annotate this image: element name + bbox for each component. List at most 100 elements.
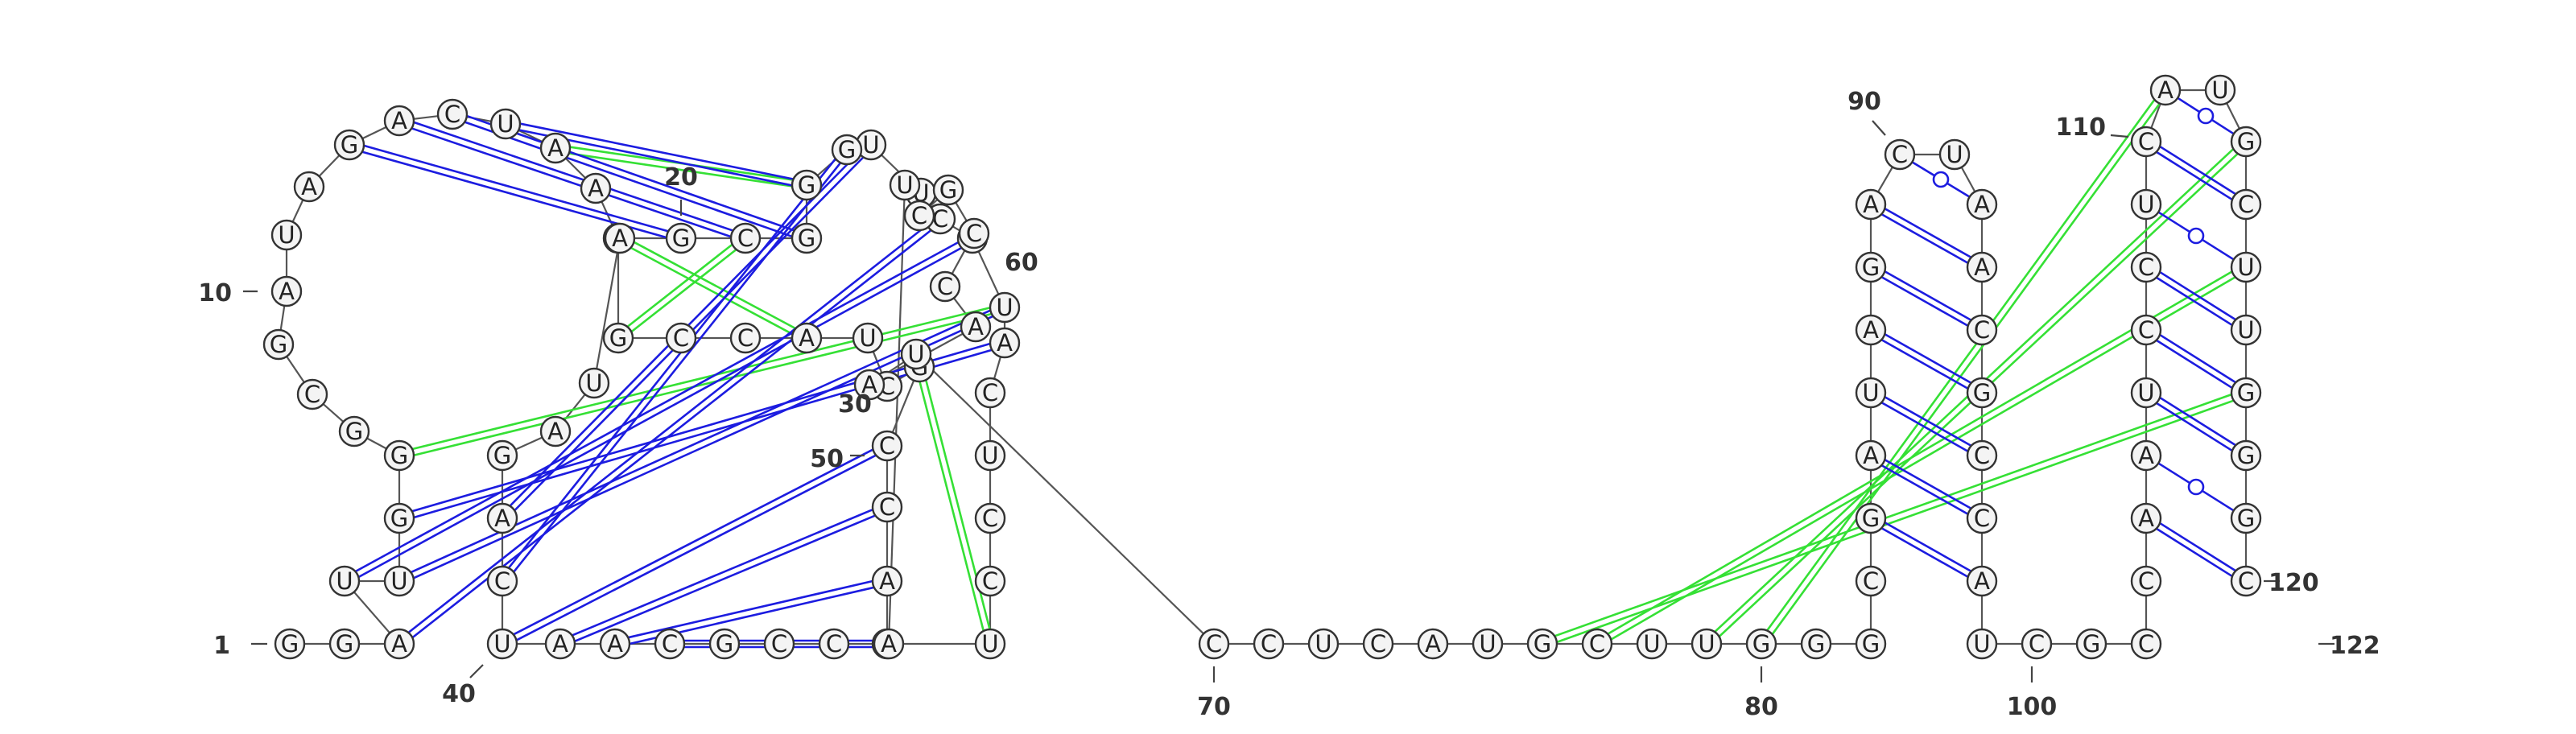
- nucleotide-circle: [1690, 628, 1723, 660]
- backbone-segment: [322, 403, 345, 423]
- nucleotide-letter: U: [2237, 316, 2254, 344]
- nucleotide-circle: [2230, 188, 2262, 221]
- nucleotide-letter: C: [937, 273, 953, 300]
- position-label: 30: [838, 390, 872, 419]
- nucleotide-circle: [578, 367, 610, 399]
- nucleotide-letter: G: [838, 136, 856, 163]
- nucleotide-circle: [960, 311, 992, 343]
- nucleotide-108: C: [2130, 251, 2162, 283]
- pseudoknot-bond: [1771, 103, 2161, 635]
- nucleotide-49: U: [578, 367, 610, 399]
- nucleotide-18: A: [539, 132, 572, 164]
- nucleotide-circle: [296, 378, 328, 410]
- nucleotide-letter: A: [2138, 505, 2154, 532]
- nucleotide-circle: [383, 105, 415, 137]
- nucleotide-28: C: [871, 430, 903, 462]
- nucleotide-57: C: [654, 628, 686, 660]
- nucleotide-letter: C: [2238, 567, 2254, 595]
- nucleotide-letter: A: [2138, 442, 2154, 469]
- backbone-segment: [413, 115, 439, 120]
- nucleotide-119: G: [2230, 502, 2262, 534]
- nucleotide-118: G: [2230, 439, 2262, 472]
- nucleotide-circle: [989, 327, 1021, 359]
- nucleotide-circle: [1800, 628, 1832, 660]
- nucleotide-circle: [2075, 628, 2107, 660]
- backbone-segment: [1960, 167, 1976, 192]
- base-pair-bond: [2156, 151, 2233, 200]
- nucleotide-circle: [889, 169, 921, 201]
- nucleotide-60: C: [818, 628, 850, 660]
- nucleotide-letter: C: [1974, 316, 1990, 344]
- nucleotide-33: C: [974, 565, 1006, 597]
- base-pair-bond: [2156, 402, 2233, 452]
- nucleotide-letter: G: [798, 171, 815, 199]
- nucleotide-82: G: [1855, 628, 1887, 660]
- nucleotide-111: A: [2149, 74, 2182, 106]
- nucleotide-87: A: [1855, 314, 1887, 346]
- nucleotide-letter: A: [879, 567, 895, 595]
- nucleotide-circle: [1855, 251, 1887, 283]
- base-pair-bond: [355, 241, 959, 573]
- nucleotide-letter: U: [1862, 379, 1879, 406]
- nucleotide-37: A: [989, 327, 1021, 359]
- pseudoknot-bond: [919, 381, 985, 631]
- position-tick: [469, 664, 484, 678]
- nucleotide-letter: C: [2138, 254, 2154, 281]
- nucleotide-letter: C: [737, 324, 753, 352]
- nucleotide-letter: G: [2237, 379, 2255, 406]
- nucleotide-circle: [489, 108, 522, 140]
- nucleotide-3: A: [383, 628, 415, 660]
- nucleotide-circle: [903, 200, 935, 232]
- nucleotide-34: C: [974, 502, 1006, 534]
- nucleotide-76: G: [1526, 628, 1558, 660]
- nucleotide-circle: [818, 628, 850, 660]
- nucleotide-letter: A: [2157, 76, 2174, 104]
- backbone-segment: [286, 356, 305, 383]
- nucleotide-6: G: [383, 502, 415, 534]
- pseudoknot-bond: [630, 249, 737, 333]
- nucleotide-73: C: [1362, 628, 1394, 660]
- nucleotide-circle: [2130, 126, 2162, 158]
- nucleotide-circle: [729, 222, 762, 254]
- nucleotide-24: A: [791, 322, 823, 354]
- nucleotide-letter: C: [879, 432, 895, 460]
- nucleotide-circle: [2230, 502, 2262, 534]
- base-pair-bond: [1884, 396, 1971, 447]
- wobble-pair-marker: [2187, 478, 2205, 496]
- nucleotide-letter: A: [997, 329, 1013, 357]
- nucleotide-letter: G: [2237, 505, 2255, 532]
- nucleotide-circle: [1966, 314, 1998, 346]
- nucleotide-letter: U: [585, 369, 602, 397]
- nucleotide-23: C: [729, 322, 762, 354]
- nucleotide-114: C: [2230, 188, 2262, 221]
- nucleotide-19: A: [580, 172, 612, 204]
- nucleotide-circle: [929, 270, 961, 303]
- nucleotide-letter: C: [2138, 630, 2154, 658]
- nucleotide-letter: U: [1973, 630, 1990, 658]
- nucleotide-circle: [383, 628, 415, 660]
- nucleotide-38: U: [989, 291, 1021, 324]
- nucleotide-circle: [1417, 628, 1449, 660]
- nucleotide-84: G: [1855, 502, 1887, 534]
- nucleotide-circle: [2130, 188, 2162, 221]
- base-pair-bond: [628, 579, 873, 639]
- nucleotide-2: G: [328, 628, 361, 660]
- nucleotide-letter: C: [737, 225, 753, 252]
- nucleotide-letter: G: [390, 442, 408, 469]
- position-label: 100: [2007, 693, 2058, 721]
- nucleotide-circle: [1636, 628, 1668, 660]
- nucleotide-58: G: [708, 628, 741, 660]
- nucleotide-circle: [873, 628, 905, 660]
- nucleotide-circle: [974, 628, 1006, 660]
- nucleotide-letter: C: [1589, 630, 1605, 658]
- nucleotide-letter: A: [588, 175, 604, 202]
- nucleotide-circle: [2130, 439, 2162, 472]
- nucleotide-89: A: [1855, 188, 1887, 221]
- nucleotide-letter: U: [1698, 630, 1715, 658]
- nucleotide-75: U: [1472, 628, 1504, 660]
- nucleotide-letter: A: [391, 107, 407, 134]
- base-pair-bond: [1881, 464, 1969, 515]
- nucleotide-51: G: [486, 439, 518, 472]
- nucleotide-letter: A: [799, 324, 815, 352]
- base-pair-bond: [1884, 333, 1971, 384]
